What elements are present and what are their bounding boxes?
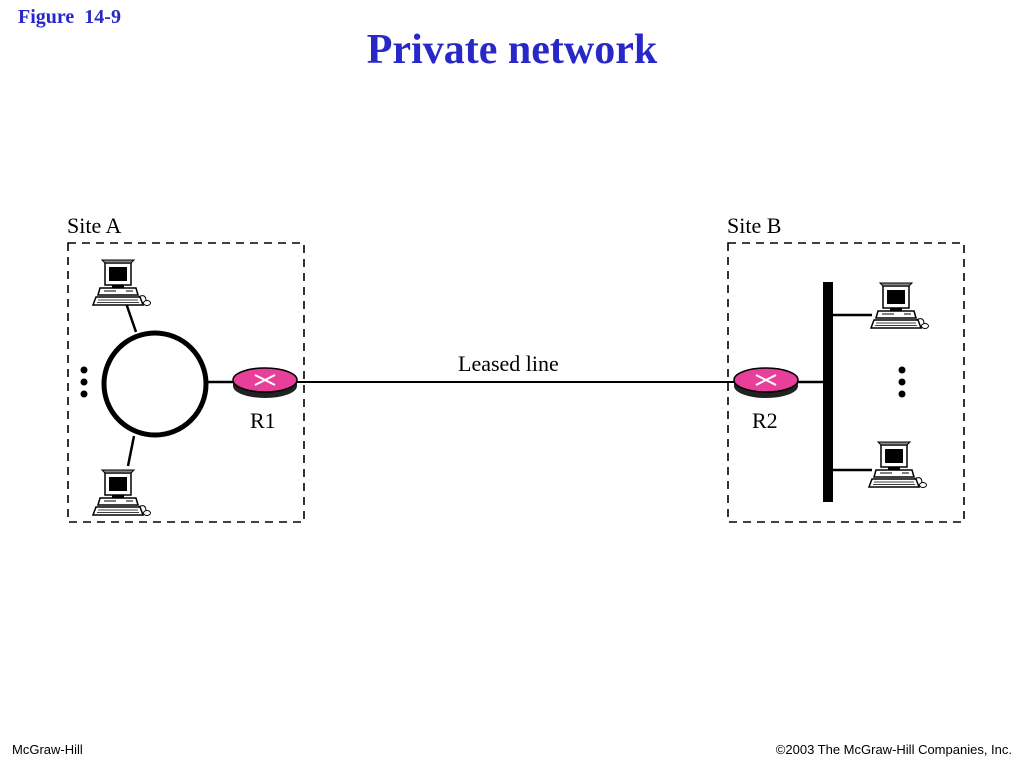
- figure-label: Figure 14-9: [18, 6, 121, 28]
- bus-backbone: [823, 282, 833, 502]
- leased-line-label: Leased line: [458, 351, 559, 376]
- computer-icon: [868, 441, 928, 489]
- footer-publisher: McGraw-Hill: [12, 742, 83, 757]
- computer-icon: [870, 282, 930, 330]
- router-r1-label: R1: [250, 408, 276, 433]
- site-a-boundary: [67, 242, 305, 523]
- ring-link-top: [124, 302, 138, 333]
- router-r1-icon: [232, 367, 298, 399]
- footer-copyright: ©2003 The McGraw-Hill Companies, Inc.: [775, 742, 1012, 757]
- ellipsis-icon: [898, 366, 906, 398]
- site-a-label: Site A: [67, 213, 122, 238]
- page-title: Private network: [366, 27, 658, 73]
- site-b-label: Site B: [727, 213, 781, 238]
- computer-icon: [92, 469, 152, 517]
- site-b-boundary: [727, 242, 965, 523]
- computer-icon: [92, 259, 152, 307]
- router-r2-label: R2: [752, 408, 778, 433]
- ellipsis-icon: [80, 366, 88, 398]
- ring-network: [101, 330, 209, 438]
- router-r2-icon: [733, 367, 799, 399]
- ring-link-bottom: [126, 435, 136, 467]
